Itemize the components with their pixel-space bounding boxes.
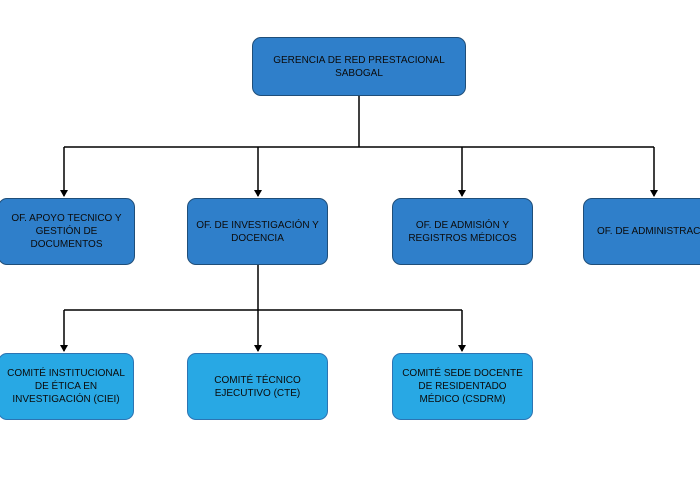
node-of-apoyo-tecnico: OF. APOYO TECNICO Y GESTIÓN DE DOCUMENTO… bbox=[0, 198, 135, 265]
node-gerencia-red-sabogal: GERENCIA DE RED PRESTACIONAL SABOGAL bbox=[252, 37, 466, 96]
node-label: COMITÉ INSTITUCIONAL DE ÉTICA EN INVESTI… bbox=[7, 368, 125, 405]
node-label: COMITÉ SEDE DOCENTE DE RESIDENTADO MÉDIC… bbox=[402, 368, 523, 405]
node-label: OF. DE ADMISIÓN Y REGISTROS MÉDICOS bbox=[408, 219, 517, 244]
node-label: OF. APOYO TECNICO Y GESTIÓN DE DOCUMENTO… bbox=[11, 213, 122, 250]
node-label: COMITÉ TÉCNICO EJECUTIVO (CTE) bbox=[214, 374, 301, 399]
node-comite-cte: COMITÉ TÉCNICO EJECUTIVO (CTE) bbox=[187, 353, 328, 420]
node-comite-csdrm: COMITÉ SEDE DOCENTE DE RESIDENTADO MÉDIC… bbox=[392, 353, 533, 420]
node-label: OF. DE INVESTIGACIÓN Y DOCENCIA bbox=[196, 219, 319, 244]
node-of-investigacion-docencia: OF. DE INVESTIGACIÓN Y DOCENCIA bbox=[187, 198, 328, 265]
node-comite-ciei: COMITÉ INSTITUCIONAL DE ÉTICA EN INVESTI… bbox=[0, 353, 134, 420]
node-label: OF. DE ADMINISTRACIÓN bbox=[597, 226, 700, 237]
node-of-admision-registros: OF. DE ADMISIÓN Y REGISTROS MÉDICOS bbox=[392, 198, 533, 265]
node-label: GERENCIA DE RED PRESTACIONAL SABOGAL bbox=[273, 54, 445, 79]
node-of-administracion: OF. DE ADMINISTRACIÓN bbox=[583, 198, 700, 265]
